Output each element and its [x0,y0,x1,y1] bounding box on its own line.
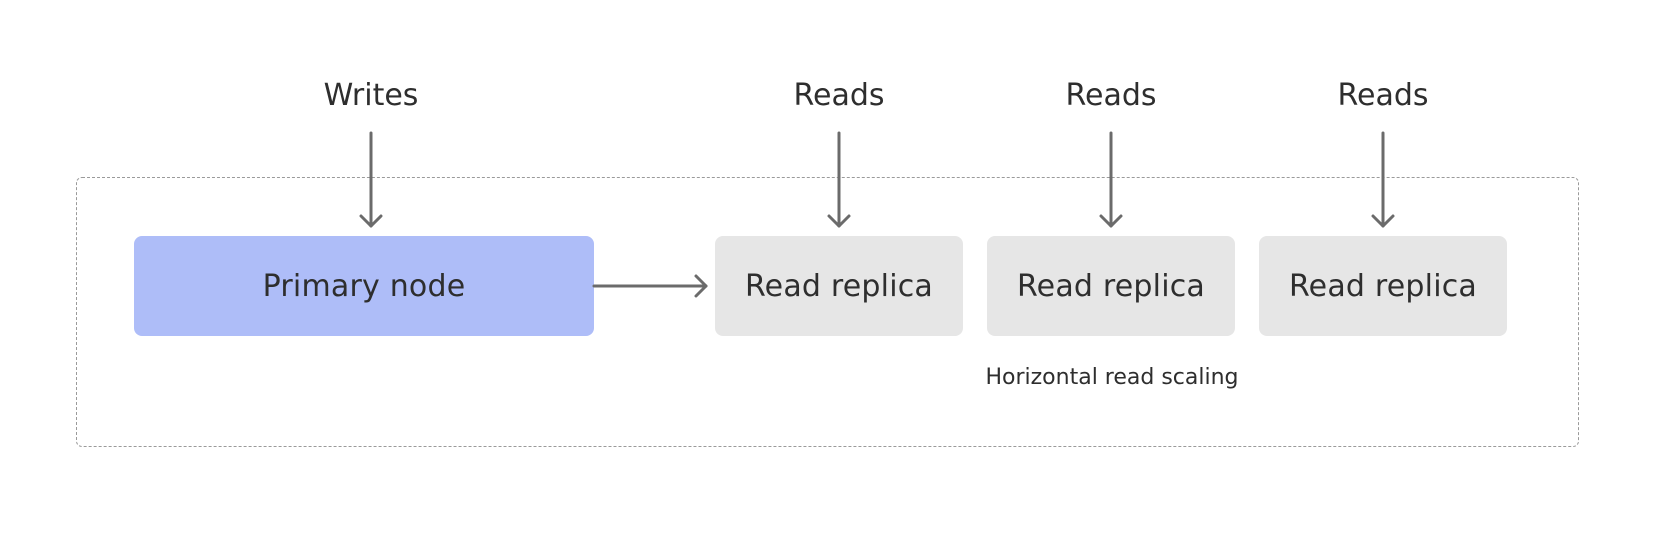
reads-label-2: Reads [1065,78,1157,113]
read-replica-label: Read replica [744,268,934,304]
read-replica-2: Read replica [987,236,1235,336]
read-replica-3: Read replica [1259,236,1507,336]
cluster-boundary [76,177,1579,447]
primary-node: Primary node [134,236,594,336]
read-replica-label: Read replica [1288,268,1478,304]
read-replica-label: Read replica [1016,268,1206,304]
primary-node-label: Primary node [262,268,466,304]
reads-label-1: Reads [793,78,885,113]
read-replica-1: Read replica [715,236,963,336]
scaling-caption: Horizontal read scaling [985,365,1239,390]
writes-label: Writes [323,78,419,113]
reads-label-3: Reads [1337,78,1429,113]
